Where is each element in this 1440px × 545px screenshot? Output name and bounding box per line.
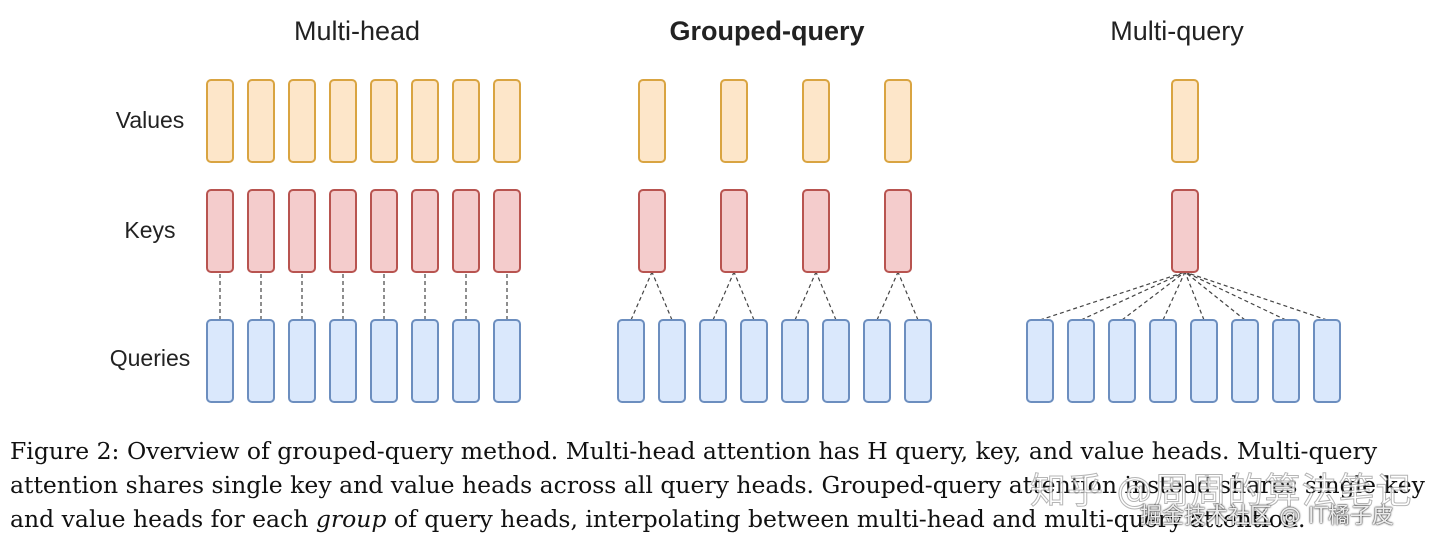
key-head (370, 189, 398, 273)
query-head (1190, 319, 1218, 403)
figure-diagram: Multi-head Grouped-query Multi-query Value… (110, 16, 1341, 403)
query-key-connector (1184, 271, 1246, 321)
value-head (884, 79, 912, 163)
value-head (802, 79, 830, 163)
key-head (329, 189, 357, 273)
key-head (802, 189, 830, 273)
query-key-connector (876, 271, 899, 321)
value-head (329, 79, 357, 163)
query-head (493, 319, 521, 403)
query-head (658, 319, 686, 403)
caption-emphasis: group (315, 505, 387, 533)
value-head (493, 79, 521, 163)
query-key-connector (1121, 271, 1186, 321)
value-head (411, 79, 439, 163)
key-head (206, 189, 234, 273)
key-head (452, 189, 480, 273)
query-head (1149, 319, 1177, 403)
key-head (288, 189, 316, 273)
query-head (1313, 319, 1341, 403)
query-key-connector (733, 271, 755, 321)
query-head (247, 319, 275, 403)
query-head (206, 319, 234, 403)
value-head (288, 79, 316, 163)
caption-text-end: of query heads, interpolating between mu… (386, 505, 1306, 533)
query-head (370, 319, 398, 403)
key-head (1171, 189, 1199, 273)
query-head (288, 319, 316, 403)
key-head (493, 189, 521, 273)
query-head (699, 319, 727, 403)
query-key-connector (897, 271, 919, 321)
key-head (638, 189, 666, 273)
query-head (822, 319, 850, 403)
row-label-keys: Keys (124, 217, 175, 243)
query-head (411, 319, 439, 403)
value-head (638, 79, 666, 163)
figure-caption: Figure 2: Overview of grouped-query meth… (10, 434, 1430, 536)
query-head (904, 319, 932, 403)
query-key-connector (651, 271, 673, 321)
query-head (1067, 319, 1095, 403)
key-head (720, 189, 748, 273)
value-head (720, 79, 748, 163)
panel-title: Grouped-query (669, 16, 864, 46)
query-head (781, 319, 809, 403)
query-head (863, 319, 891, 403)
query-head (740, 319, 768, 403)
query-key-connector (1184, 271, 1205, 321)
query-head (1108, 319, 1136, 403)
query-head (329, 319, 357, 403)
query-head (1231, 319, 1259, 403)
query-key-connector (1039, 271, 1186, 321)
query-head (1272, 319, 1300, 403)
query-key-connector (815, 271, 837, 321)
panel-title: Multi-head (294, 16, 420, 46)
query-key-connector (794, 271, 817, 321)
value-head (206, 79, 234, 163)
panel-title: Multi-query (1110, 16, 1244, 46)
query-key-connector (1184, 271, 1328, 321)
row-label-queries: Queries (110, 345, 191, 371)
value-head (1171, 79, 1199, 163)
key-head (247, 189, 275, 273)
value-head (370, 79, 398, 163)
caption-text: Figure 2: Overview of grouped-query meth… (10, 437, 1425, 533)
key-head (884, 189, 912, 273)
value-head (452, 79, 480, 163)
row-label-values: Values (116, 107, 185, 133)
query-key-connector (630, 271, 653, 321)
query-key-connector (1080, 271, 1186, 321)
query-key-connector (1162, 271, 1186, 321)
query-head (617, 319, 645, 403)
query-key-connector (712, 271, 735, 321)
query-key-connector (1184, 271, 1287, 321)
query-head (1026, 319, 1054, 403)
key-head (411, 189, 439, 273)
query-head (452, 319, 480, 403)
value-head (247, 79, 275, 163)
